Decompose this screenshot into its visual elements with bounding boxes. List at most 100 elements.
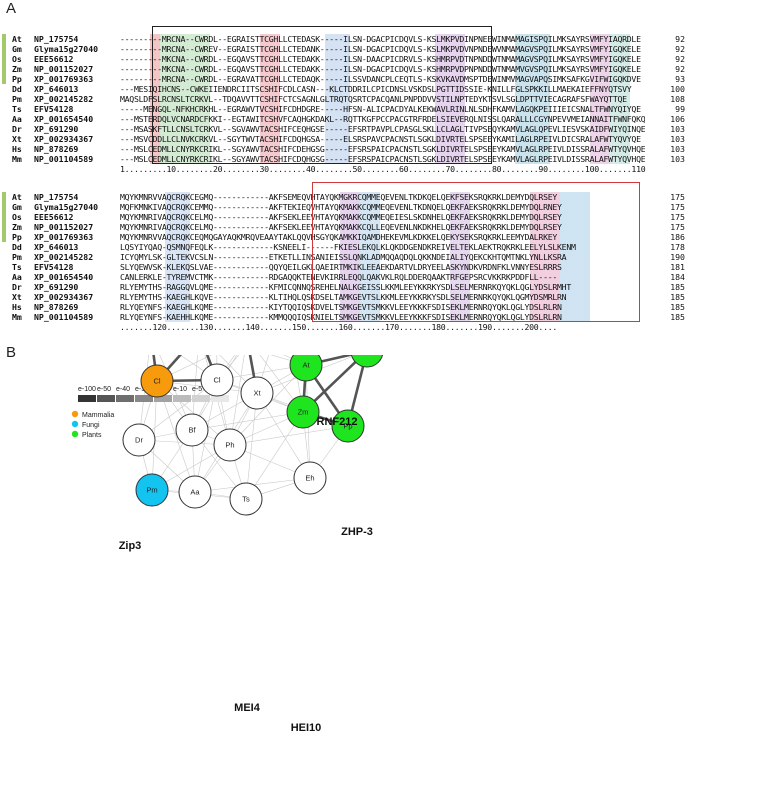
network-node: [286, 395, 320, 429]
accession-id: EFV54128: [34, 262, 74, 272]
species-code: Pp: [12, 232, 22, 242]
residue-count: 175: [670, 222, 685, 232]
residue-count: 106: [670, 114, 685, 124]
residue-count: 108: [670, 94, 685, 104]
alignment-row: Aa XP_001654540 ---MSTERDQLVCNARDCFKKI--EG…: [12, 114, 685, 124]
node-label: Dr: [135, 436, 143, 445]
sequence: ---MSASKFTLLCNSLTCRKVL--SGVAWVTACSHIFCEQ…: [120, 124, 645, 134]
species-code: Gm: [12, 44, 22, 54]
residue-count: 190: [670, 252, 685, 262]
accession-id: XP_002934367: [34, 292, 94, 302]
network-edge: [270, 355, 307, 366]
cluster-label: RNF212: [317, 416, 358, 428]
cluster-label: MEI4: [234, 702, 261, 714]
network-edge: [216, 355, 240, 381]
plant-group-bar-2: [2, 192, 6, 242]
network-node: [229, 482, 263, 516]
sequence: MQYKMNRIVAQCRQKCELMQ------------AKFSEKLE…: [120, 222, 645, 232]
sequence: MAQSLDFSLRCNSLTCRKVL--TDQAVVTTCSHIFCTCSA…: [120, 94, 645, 104]
accession-id: XP_002934367: [34, 134, 94, 144]
position-ruler: 1.........10........20........30........…: [12, 164, 685, 174]
species-code: Ts: [12, 262, 22, 272]
sequence: MQFKMNKIVAQCRQKCEMMQ------------AKFTEKIE…: [120, 202, 645, 212]
residue-count: 185: [670, 292, 685, 302]
residue-count: 93: [675, 74, 685, 84]
residue-count: 185: [670, 282, 685, 292]
residue-count: 100: [670, 84, 685, 94]
sequence: RLYQEYNFS-KAEGHLKQME------------KIYTQQIQ…: [120, 302, 645, 312]
sequence: MQYKMNRVVAQCRQKCEQMQGAYAQKMRQVEAAYTAKLQQ…: [120, 232, 645, 242]
node-label: Cl: [213, 376, 220, 385]
species-code: Aa: [12, 114, 22, 124]
accession-id: XP_646013: [34, 242, 79, 252]
node-label: Ts: [242, 495, 250, 504]
sequence: LQSYIYQAQ-QSMNQFEQLK-------------KSNEELI…: [120, 242, 645, 252]
residue-count: 175: [670, 202, 685, 212]
alignment-row: Hs NP_878269 ---MSLCEDMLLCNYRKCRIKL--SGYAW…: [12, 144, 685, 154]
node-label: Pm: [146, 486, 157, 495]
species-code: Pm: [12, 252, 22, 262]
sequence: CANLERKLE-TYREMVCTMK------------RDGAQQKT…: [120, 272, 645, 282]
species-code: Xt: [12, 134, 22, 144]
network-edge: [216, 355, 218, 381]
node-label: Os: [362, 355, 372, 356]
network-node: [213, 428, 247, 462]
accession-id: XP_001654540: [34, 114, 94, 124]
species-code: At: [12, 192, 22, 202]
species-code: Mm: [12, 312, 22, 322]
residue-count: 185: [670, 302, 685, 312]
legend-scale-label: e-5: [192, 386, 202, 393]
species-code: Hs: [12, 144, 22, 154]
residue-count: 103: [670, 134, 685, 144]
accession-id: NP_001104589: [34, 312, 94, 322]
species-code: Dd: [12, 84, 22, 94]
cluster-label: Zip3: [119, 540, 142, 552]
accession-id: NP_001152027: [34, 64, 94, 74]
network-edge: [156, 355, 213, 382]
legend-scale-swatch: [173, 395, 191, 402]
node-label: Pp: [343, 422, 352, 431]
network-node: [175, 413, 209, 447]
residue-count: 92: [675, 44, 685, 54]
legend-scale-swatch: [211, 395, 229, 402]
network-nodes: ClRnHsTsBfPhCeCeScNdKlMmElDrAaAcCeClCeHs…: [119, 355, 384, 734]
sequence: ---------MRCNA--CWRDL--EGRAVATTCGHLLCTED…: [120, 74, 645, 84]
residue-count: 103: [670, 144, 685, 154]
sequence: ---------MRCNA--CWRDL--EGRAISTTCGHLLCTED…: [120, 34, 645, 44]
species-code: Dr: [12, 124, 22, 134]
node-label: Zm: [298, 408, 309, 417]
cluster-label: HEI10: [291, 722, 322, 734]
accession-id: XP_691290: [34, 124, 79, 134]
sequence: ---MSLCEDMLLCNYRKCRIKL--SGYAWVTACSHIFCDE…: [120, 144, 645, 154]
accession-id: NP_878269: [34, 144, 79, 154]
sequence: MQYKMNRIVAQCRQKCELMQ------------AKFSEKLE…: [120, 212, 645, 222]
network-node: [178, 475, 212, 509]
residue-count: 184: [670, 272, 685, 282]
legend-scale-swatch: [116, 395, 134, 402]
network-node: [140, 364, 174, 398]
species-code: Gm: [12, 202, 22, 212]
accession-id: NP_175754: [34, 192, 79, 202]
species-code: Pp: [12, 74, 22, 84]
species-code: Hs: [12, 302, 22, 312]
sequence: -----MENGQL-NFKHCRKHL--EGRAWVTVCSHIFCDHD…: [120, 104, 645, 114]
node-label: Eh: [305, 474, 314, 483]
accession-id: Glyma15g27040: [34, 202, 99, 212]
accession-id: NP_175754: [34, 34, 79, 44]
ruler-text: .......120.......130.......140.......150…: [120, 322, 558, 332]
sequence: ---------MRCNA--CWREV--EGRAISTTCGHLLCTED…: [120, 44, 645, 54]
sequence: ---MSTERDQLVCNARDCFKKI--EGTAWITCSHVFCAQH…: [120, 114, 645, 124]
accession-id: XP_691290: [34, 282, 79, 292]
